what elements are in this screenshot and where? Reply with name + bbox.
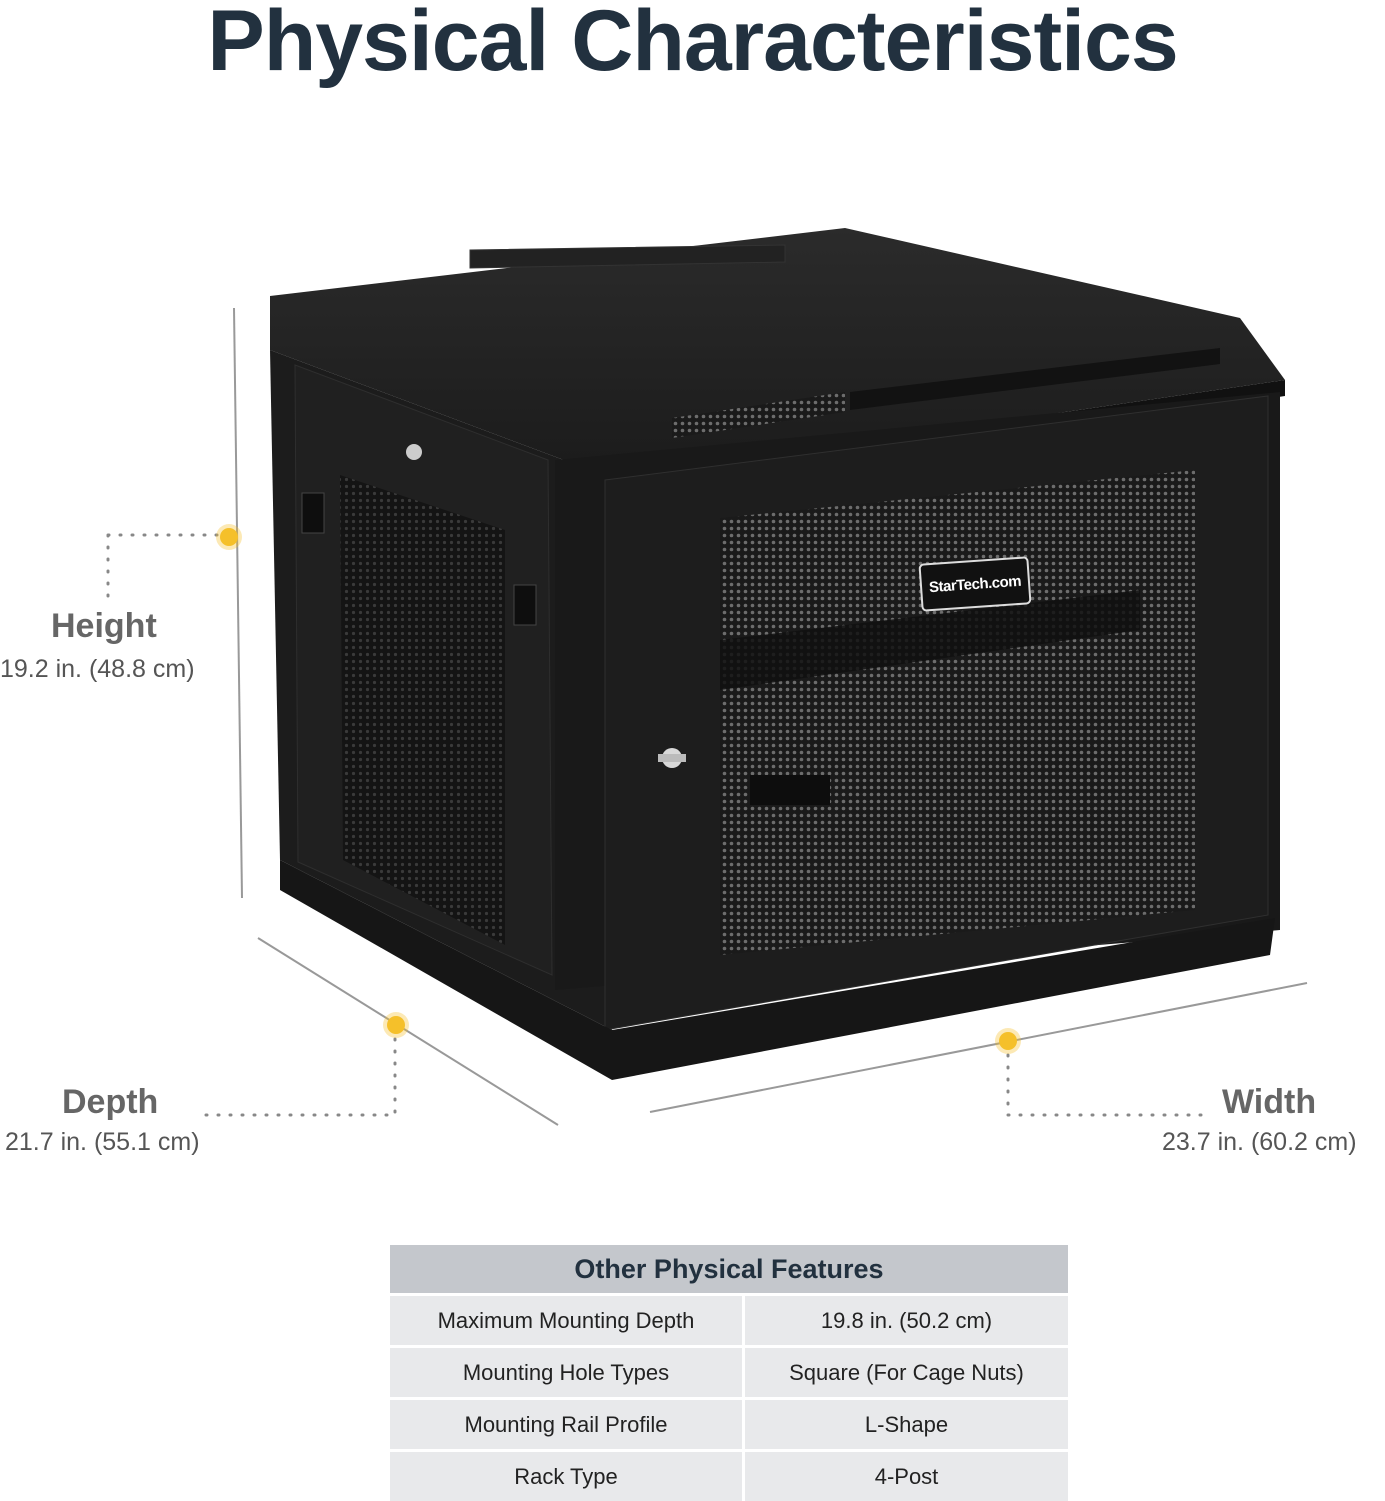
table-row: Mounting Rail Profile L-Shape [390, 1400, 1068, 1449]
height-label: Height [51, 607, 157, 645]
depth-value: 21.7 in. (55.1 cm) [5, 1128, 200, 1156]
door-lock-icon [658, 748, 686, 768]
width-value: 23.7 in. (60.2 cm) [1162, 1128, 1357, 1156]
feature-name: Rack Type [390, 1452, 742, 1501]
depth-marker-icon [383, 1012, 409, 1038]
table-row: Rack Type 4-Post [390, 1452, 1068, 1501]
feature-value: L-Shape [745, 1400, 1068, 1449]
width-label: Width [1222, 1083, 1317, 1121]
height-dimension-line [233, 307, 243, 899]
features-table: Other Physical Features Maximum Mounting… [390, 1245, 1068, 1501]
feature-value: 19.8 in. (50.2 cm) [745, 1296, 1068, 1345]
depth-dimension-line [257, 937, 559, 1126]
features-table-header: Other Physical Features [390, 1245, 1068, 1293]
width-dimension-line [649, 982, 1308, 1113]
feature-name: Mounting Rail Profile [390, 1400, 742, 1449]
depth-label: Depth [62, 1083, 159, 1121]
feature-name: Maximum Mounting Depth [390, 1296, 742, 1345]
feature-value: 4-Post [745, 1452, 1068, 1501]
feature-value: Square (For Cage Nuts) [745, 1348, 1068, 1397]
width-marker-icon [995, 1028, 1021, 1054]
height-value: 19.2 in. (48.8 cm) [0, 655, 195, 683]
height-marker-icon [216, 524, 242, 550]
feature-name: Mounting Hole Types [390, 1348, 742, 1397]
brand-logo: StarTech.com [918, 556, 1032, 612]
table-row: Mounting Hole Types Square (For Cage Nut… [390, 1348, 1068, 1397]
table-row: Maximum Mounting Depth 19.8 in. (50.2 cm… [390, 1296, 1068, 1345]
page-title: Physical Characteristics [207, 0, 1178, 89]
